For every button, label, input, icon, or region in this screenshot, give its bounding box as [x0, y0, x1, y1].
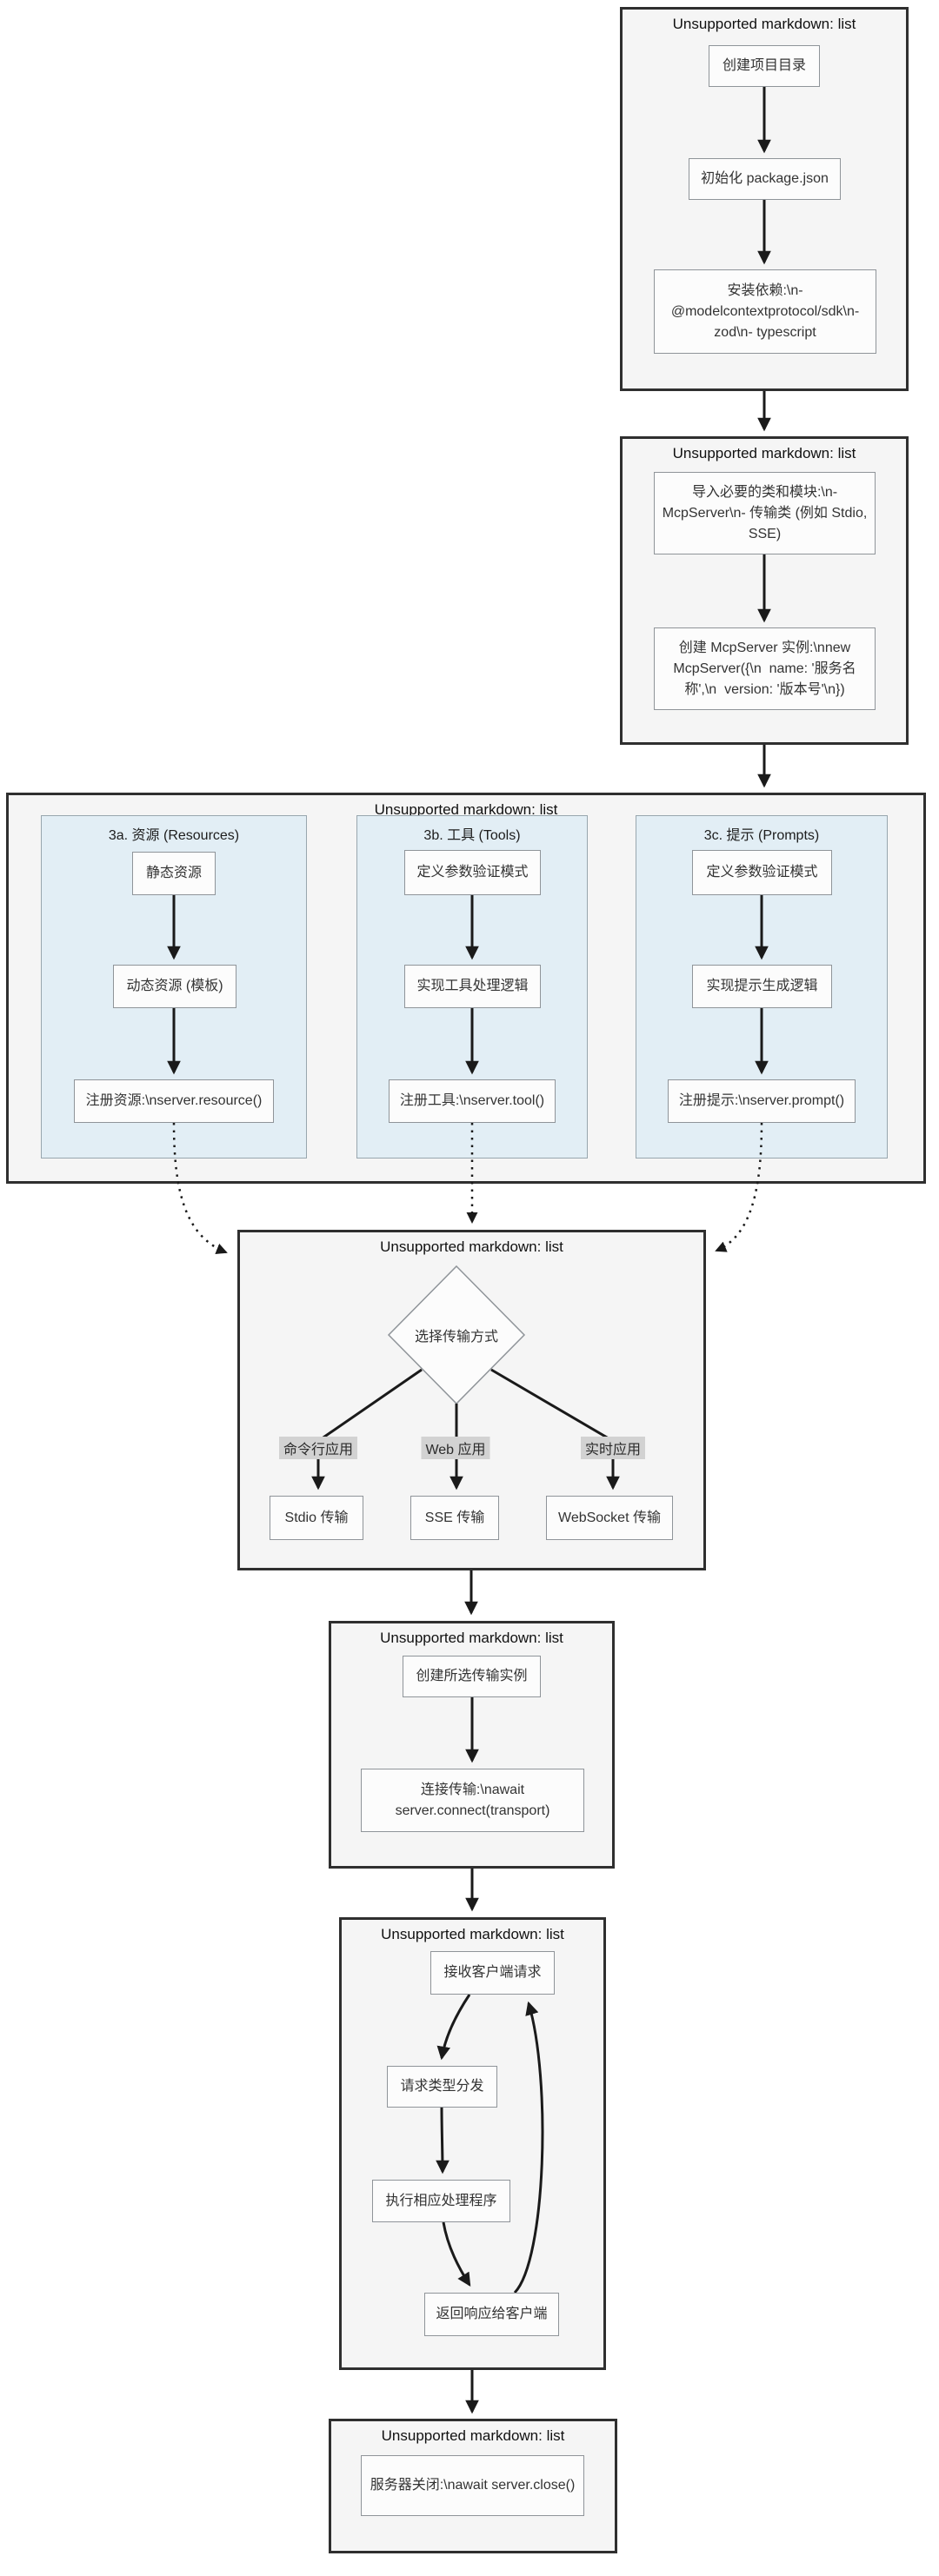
node-server-close: 服务器关闭:\nawait server.close()	[361, 2455, 584, 2516]
section-title: Unsupported markdown: list	[380, 1238, 563, 1255]
section-title: Unsupported markdown: list	[374, 801, 558, 818]
node-static-resource: 静态资源	[132, 852, 216, 895]
node-execute-handler: 执行相应处理程序	[372, 2180, 510, 2222]
node-choose-transport: 选择传输方式	[414, 1330, 499, 1344]
edge-label-web-app: Web 应用	[421, 1437, 490, 1459]
node-receive-request: 接收客户端请求	[430, 1951, 555, 1995]
node-install-deps: 安装依赖:\n- @modelcontextprotocol/sdk\n- zo…	[654, 269, 876, 354]
node-dynamic-resource: 动态资源 (模板)	[113, 965, 236, 1008]
node-prompts-impl-logic: 实现提示生成逻辑	[692, 965, 832, 1008]
node-create-project-dir: 创建项目目录	[709, 45, 820, 87]
edge-label-cli-app: 命令行应用	[278, 1437, 358, 1459]
node-websocket-transport: WebSocket 传输	[546, 1496, 673, 1540]
node-create-mcpserver: 创建 McpServer 实例:\nnew McpServer({\n name…	[654, 627, 876, 710]
node-tools-define-schema: 定义参数验证模式	[404, 850, 541, 895]
node-return-response: 返回响应给客户端	[424, 2293, 559, 2336]
edge-label-realtime-app: 实时应用	[580, 1437, 646, 1459]
node-register-tool: 注册工具:\nserver.tool()	[389, 1079, 556, 1123]
section-title: Unsupported markdown: list	[380, 1630, 563, 1646]
node-init-package-json: 初始化 package.json	[689, 158, 841, 200]
subgraph-title: 3b. 工具 (Tools)	[423, 828, 521, 843]
node-import-modules: 导入必要的类和模块:\n- McpServer\n- 传输类 (例如 Stdio…	[654, 472, 876, 554]
section-title: Unsupported markdown: list	[381, 2427, 565, 2444]
section-title: Unsupported markdown: list	[672, 445, 856, 461]
node-sse-transport: SSE 传输	[410, 1496, 499, 1540]
node-register-resource: 注册资源:\nserver.resource()	[74, 1079, 274, 1123]
node-create-transport-instance: 创建所选传输实例	[403, 1656, 541, 1697]
section-title: Unsupported markdown: list	[381, 1926, 564, 1942]
node-stdio-transport: Stdio 传输	[270, 1496, 363, 1540]
section-title: Unsupported markdown: list	[672, 16, 856, 32]
subgraph-title: 3c. 提示 (Prompts)	[703, 828, 820, 843]
node-register-prompt: 注册提示:\nserver.prompt()	[668, 1079, 856, 1123]
node-prompts-define-schema: 定义参数验证模式	[692, 850, 832, 895]
node-dispatch-request: 请求类型分发	[387, 2066, 497, 2108]
node-connect-transport: 连接传输:\nawait server.connect(transport)	[361, 1769, 584, 1832]
subgraph-title: 3a. 资源 (Resources)	[108, 828, 240, 843]
node-tools-impl-logic: 实现工具处理逻辑	[404, 965, 541, 1008]
